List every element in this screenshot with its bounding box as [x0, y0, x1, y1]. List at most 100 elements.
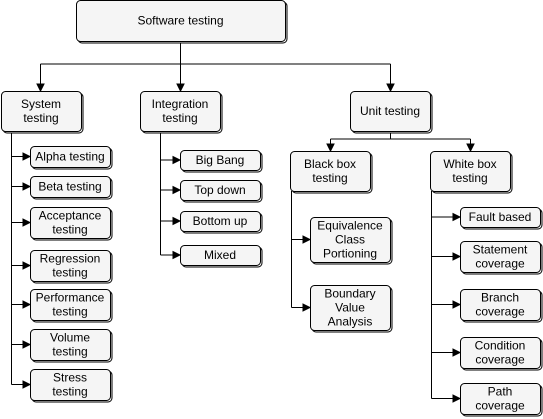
item-node-bottom-up-box — [180, 211, 261, 232]
item-node-big-bang: Big Bang — [180, 150, 263, 173]
item-node-alpha-testing-box — [30, 146, 111, 168]
item-node-regression-testing-box — [30, 250, 111, 282]
root-node-software-testing-label: Software testing — [137, 14, 223, 28]
arrow-unit-whitebox — [466, 143, 475, 153]
root-branch-line — [40, 41, 391, 65]
category-node-system-testing-box — [1, 91, 82, 132]
item-node-alpha-testing-label: Alpha testing — [35, 150, 104, 164]
arrow-blackbox-item-1 — [302, 303, 312, 312]
item-node-fault-based-box — [460, 207, 541, 228]
item-node-fault-based: Fault based — [460, 207, 543, 230]
arrow-system-item-6 — [22, 380, 32, 389]
item-node-mixed: Mixed — [180, 245, 263, 268]
item-node-beta-testing-box — [30, 176, 111, 198]
arrow-integration-item-0 — [172, 155, 182, 165]
category-node-unit-testing: Unit testing — [350, 91, 433, 134]
arrow-integration-item-3 — [172, 250, 182, 260]
item-node-statement-coverage-box — [460, 241, 541, 273]
category-node-unit-testing-label: Unit testing — [360, 104, 420, 118]
item-node-mixed-label: Mixed — [204, 248, 236, 262]
root-node-software-testing: Software testing — [76, 0, 288, 44]
arrow-whitebox-item-1 — [452, 252, 462, 261]
arrow-system-item-1 — [22, 182, 32, 191]
item-node-big-bang-box — [180, 150, 261, 171]
arrow-blackbox-item-0 — [302, 235, 312, 244]
arrow-root-integration — [176, 83, 185, 93]
subcategory-node-black-box-testing-box — [290, 151, 371, 192]
item-node-fault-based-label: Fault based — [469, 210, 532, 224]
category-node-integration-testing-box — [140, 91, 221, 132]
arrow-whitebox-item-4 — [452, 394, 462, 403]
arrow-system-item-3 — [22, 261, 32, 270]
item-node-bottom-up: Bottom up — [180, 211, 263, 234]
item-node-mixed-box — [180, 245, 261, 266]
item-node-alpha-testing: Alpha testing — [30, 146, 113, 170]
item-node-top-down-box — [180, 180, 261, 201]
item-node-beta-testing-label: Beta testing — [38, 180, 101, 194]
arrow-system-item-0 — [22, 152, 32, 161]
arrow-system-item-2 — [22, 218, 32, 227]
item-node-bottom-up-label: Bottom up — [193, 214, 248, 228]
subcategory-node-white-box-testing-box — [430, 151, 511, 192]
item-node-performance-testing-box — [30, 289, 111, 321]
arrow-root-unit — [386, 83, 395, 93]
arrow-root-system — [36, 83, 45, 93]
item-node-top-down-label: Top down — [194, 183, 245, 197]
item-node-condition-coverage-box — [460, 337, 541, 369]
connector-lines — [11, 41, 475, 403]
arrow-whitebox-item-0 — [452, 212, 462, 222]
item-node-volume-testing-box — [30, 329, 111, 361]
category-node-unit-testing-box — [350, 91, 431, 132]
item-node-top-down: Top down — [180, 180, 263, 203]
item-node-big-bang-label: Big Bang — [196, 153, 245, 167]
arrow-system-item-4 — [22, 300, 32, 309]
arrow-integration-item-1 — [172, 185, 182, 195]
arrow-integration-item-2 — [172, 216, 182, 226]
item-node-boundary-value-analysis-box — [310, 285, 391, 331]
item-node-beta-testing: Beta testing — [30, 176, 113, 200]
item-node-stress-testing-box — [30, 369, 111, 401]
item-node-branch-coverage-box — [460, 289, 541, 321]
root-node-software-testing-box — [76, 0, 286, 42]
arrow-whitebox-item-3 — [452, 348, 462, 357]
item-node-path-coverage-box — [460, 383, 541, 415]
item-node-equivalence-class-portioning-box — [310, 217, 391, 263]
arrow-system-item-5 — [22, 340, 32, 349]
item-node-acceptance-testing-box — [30, 207, 111, 239]
unit-branch-line — [330, 131, 471, 144]
arrow-unit-blackbox — [326, 143, 335, 153]
arrow-whitebox-item-2 — [452, 300, 462, 309]
